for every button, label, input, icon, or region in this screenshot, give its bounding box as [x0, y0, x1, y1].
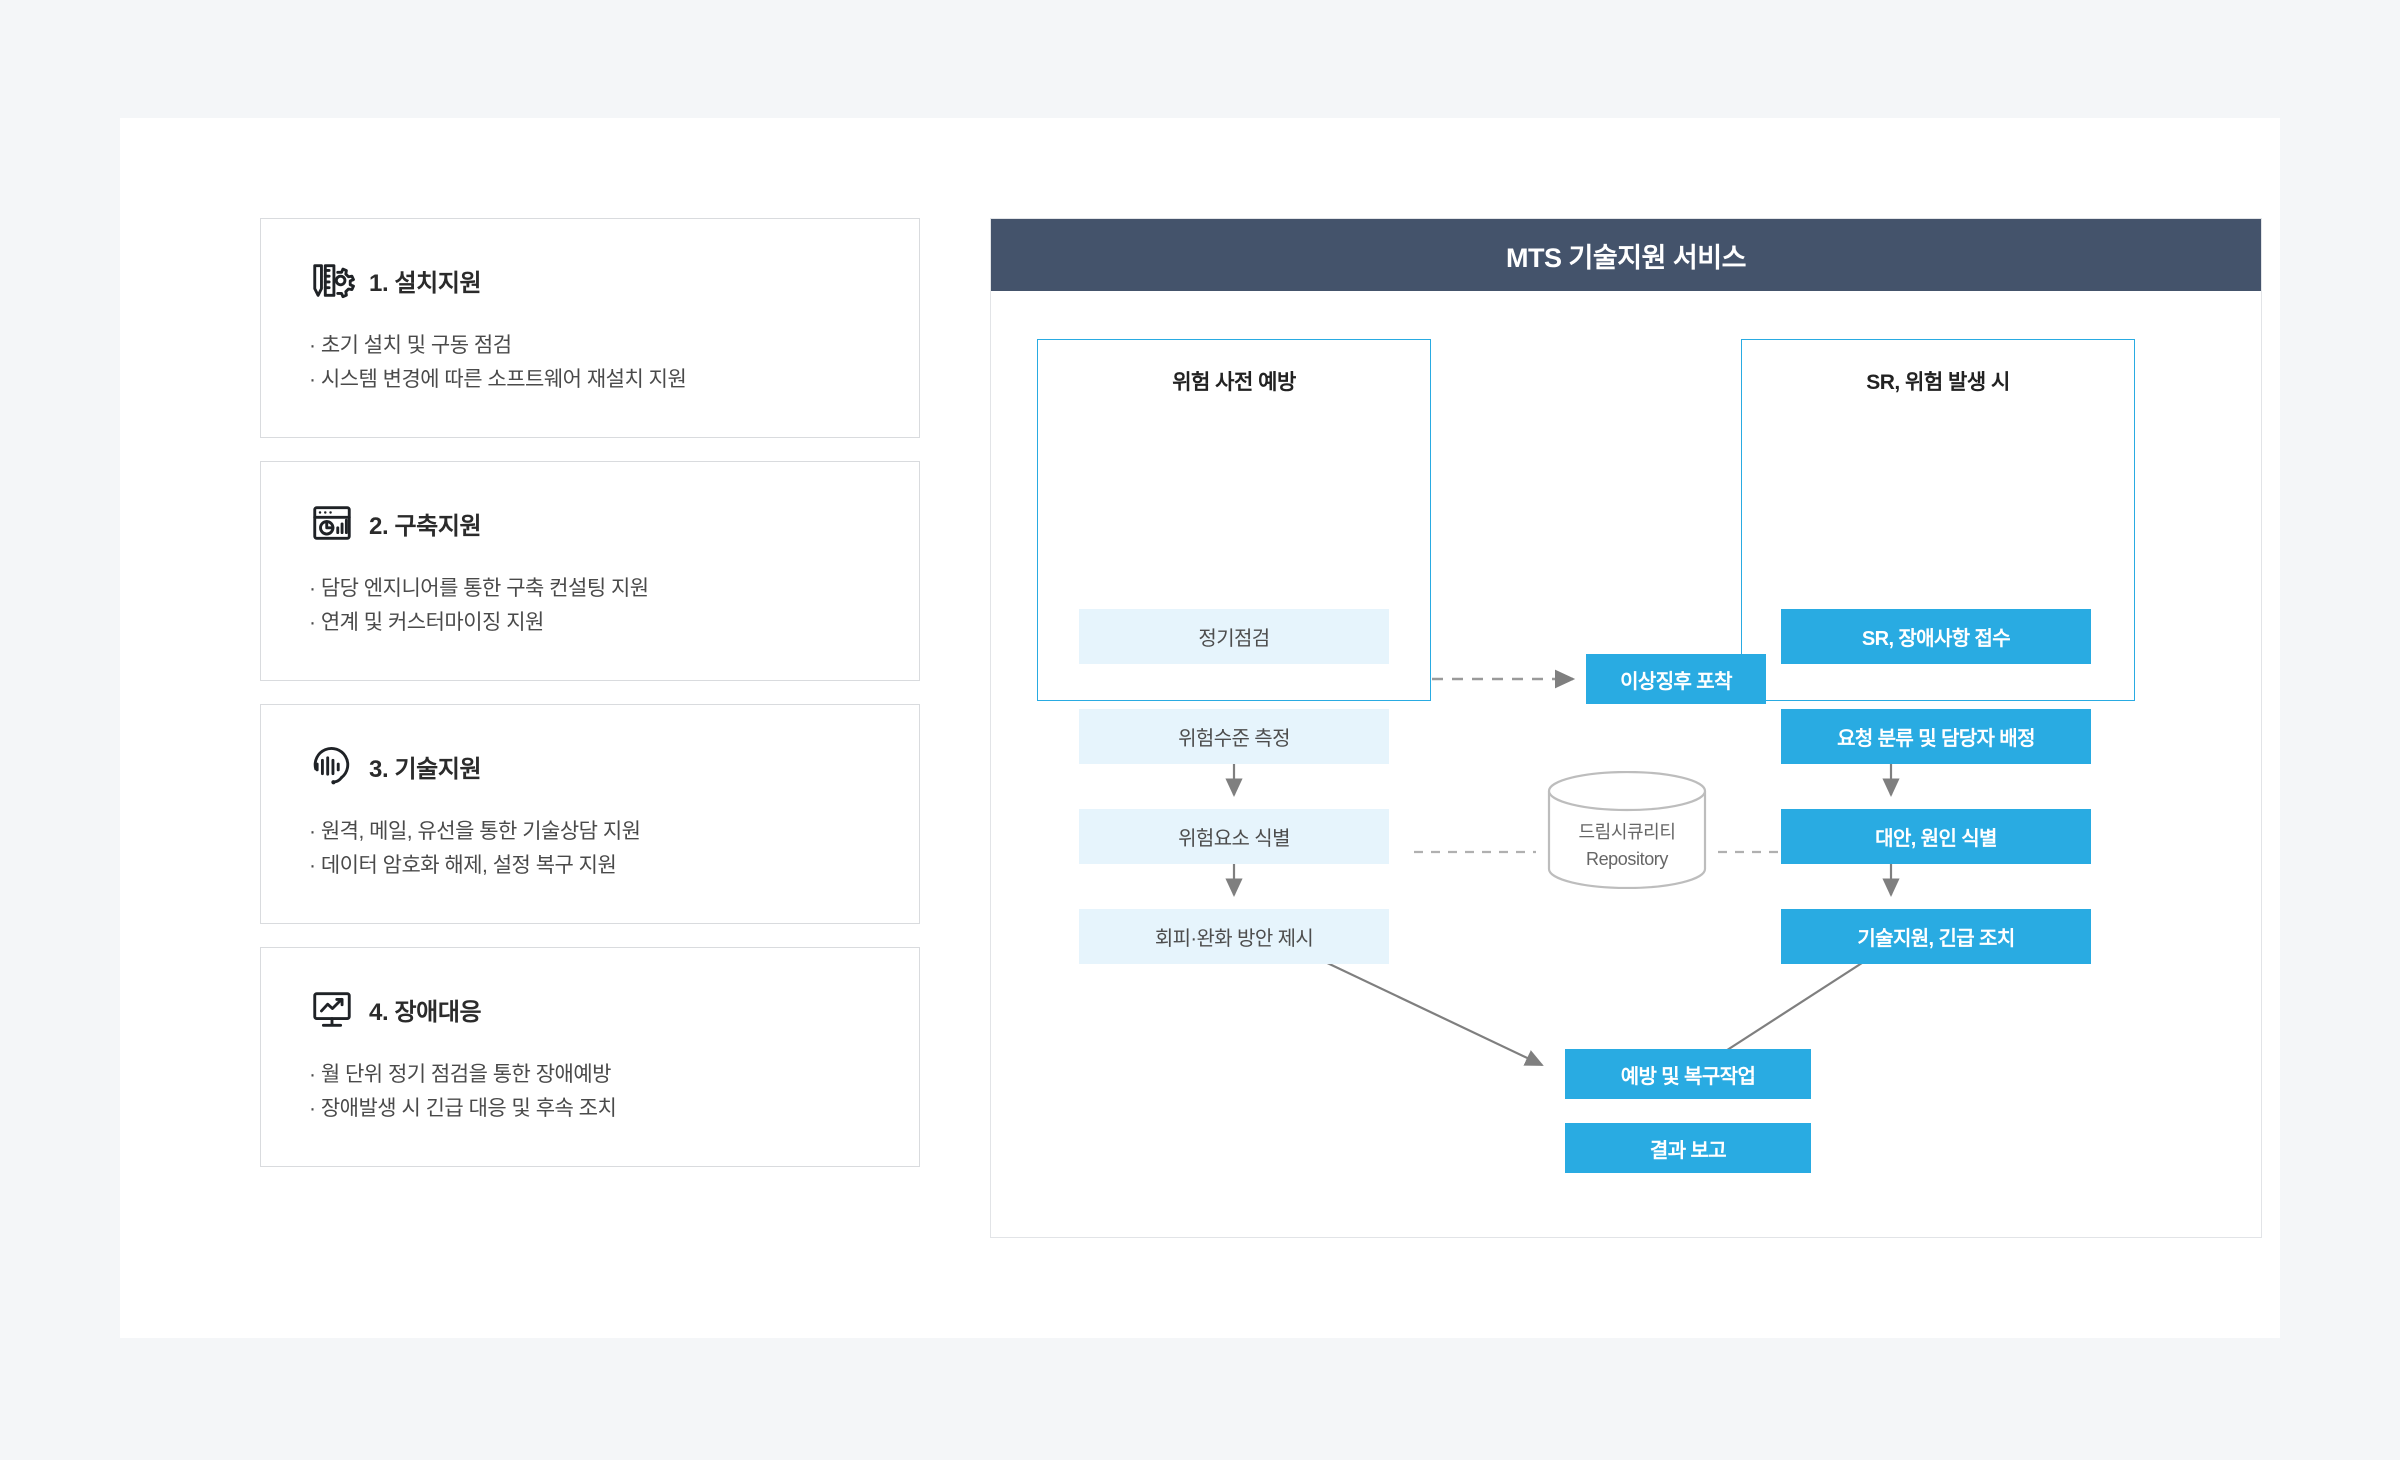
repository-cylinder: 드림시큐리티 Repository	[1544, 770, 1710, 890]
repository-label: 드림시큐리티 Repository	[1544, 819, 1710, 873]
flow-box-report[interactable]: 결과 보고	[1565, 1123, 1811, 1173]
card-header: 4. 장애대응	[261, 948, 919, 1032]
flow-box-anomaly-detection[interactable]: 이상징후 포착	[1586, 654, 1766, 704]
service-card[interactable]: 2. 구축지원 · 담당 엔지니어를 통한 구축 컨설팅 지원 · 연계 및 커…	[260, 461, 920, 682]
dashboard-chart-icon	[313, 506, 351, 540]
card-line: · 장애발생 시 긴급 대응 및 후속 조치	[309, 1097, 617, 1121]
card-line: · 연계 및 커스터마이징 지원	[309, 611, 544, 635]
card-line: · 시스템 변경에 따른 소프트웨어 재설치 지원	[309, 368, 687, 392]
flow-box-incident-4[interactable]: 기술지원, 긴급 조치	[1781, 909, 2091, 964]
card-body: · 담당 엔지니어를 통한 구축 컨설팅 지원 · 연계 및 커스터마이징 지원	[261, 546, 919, 680]
card-body: · 초기 설치 및 구동 점검 · 시스템 변경에 따른 소프트웨어 재설치 지…	[261, 303, 919, 437]
repository-label-line2: Repository	[1585, 849, 1669, 869]
service-card[interactable]: 3. 기술지원 · 원격, 메일, 유선을 통한 기술상담 지원 · 데이터 암…	[260, 704, 920, 925]
card-title: 3. 기술지원	[369, 755, 482, 783]
service-card[interactable]: 4. 장애대응 · 월 단위 정기 점검을 통한 장애예방 · 장애발생 시 긴…	[260, 947, 920, 1168]
page-content: 1. 설치지원 · 초기 설치 및 구동 점검 · 시스템 변경에 따른 소프트…	[120, 118, 2280, 1338]
card-body: · 월 단위 정기 점검을 통한 장애예방 · 장애발생 시 긴급 대응 및 후…	[261, 1032, 919, 1166]
repository-label-line1: 드림시큐리티	[1578, 822, 1676, 842]
card-body: · 원격, 메일, 유선을 통한 기술상담 지원 · 데이터 암호화 해제, 설…	[261, 789, 919, 923]
service-card[interactable]: 1. 설치지원 · 초기 설치 및 구동 점검 · 시스템 변경에 따른 소프트…	[260, 218, 920, 439]
panel-header: MTS 기술지원 서비스	[991, 219, 2261, 291]
flow-box-incident-1[interactable]: SR, 장애사항 접수	[1781, 609, 2091, 664]
headset-support-icon	[313, 747, 350, 785]
card-line: · 초기 설치 및 구동 점검	[309, 334, 512, 357]
card-title: 4. 장애대응	[369, 998, 482, 1026]
group-prevention-title: 위험 사전 예방	[1172, 371, 1296, 394]
card-line: · 원격, 메일, 유선을 통한 기술상담 지원	[309, 820, 641, 844]
card-line: · 담당 엔지니어를 통한 구축 컨설팅 지원	[309, 577, 649, 601]
card-header: 3. 기술지원	[261, 705, 919, 789]
flow-box-prevention-1[interactable]: 정기점검	[1079, 609, 1389, 664]
card-title: 2. 구축지원	[369, 512, 482, 540]
flow-box-prevention-4[interactable]: 회피·완화 방안 제시	[1079, 909, 1389, 964]
monitor-trend-icon	[313, 992, 351, 1027]
flow-box-prevention-3[interactable]: 위험요소 식별	[1079, 809, 1389, 864]
card-header: 2. 구축지원	[261, 462, 919, 546]
panel-title: MTS 기술지원 서비스	[1506, 242, 1746, 273]
diagram-canvas: 위험 사전 예방 정기점검 위험수준 측정 위험요소 식별 회피·완화 방안 제…	[991, 291, 2261, 1237]
service-card-list: 1. 설치지원 · 초기 설치 및 구동 점검 · 시스템 변경에 따른 소프트…	[260, 218, 920, 1190]
flow-box-incident-2[interactable]: 요청 분류 및 담당자 배정	[1781, 709, 2091, 764]
card-line: · 월 단위 정기 점검을 통한 장애예방	[309, 1063, 611, 1087]
card-line: · 데이터 암호화 해제, 설정 복구 지원	[309, 854, 617, 878]
card-header: 1. 설치지원	[261, 219, 919, 303]
diagram-panel: MTS 기술지원 서비스	[990, 218, 2262, 1238]
flow-box-recovery[interactable]: 예방 및 복구작업	[1565, 1049, 1811, 1099]
group-incident-title: SR, 위험 발생 시	[1866, 371, 2010, 394]
flow-box-prevention-2[interactable]: 위험수준 측정	[1079, 709, 1389, 764]
card-title: 1. 설치지원	[369, 269, 482, 297]
cylinder-shape	[1547, 770, 1707, 890]
install-gear-icon	[313, 264, 355, 299]
flow-box-incident-3[interactable]: 대안, 원인 식별	[1781, 809, 2091, 864]
